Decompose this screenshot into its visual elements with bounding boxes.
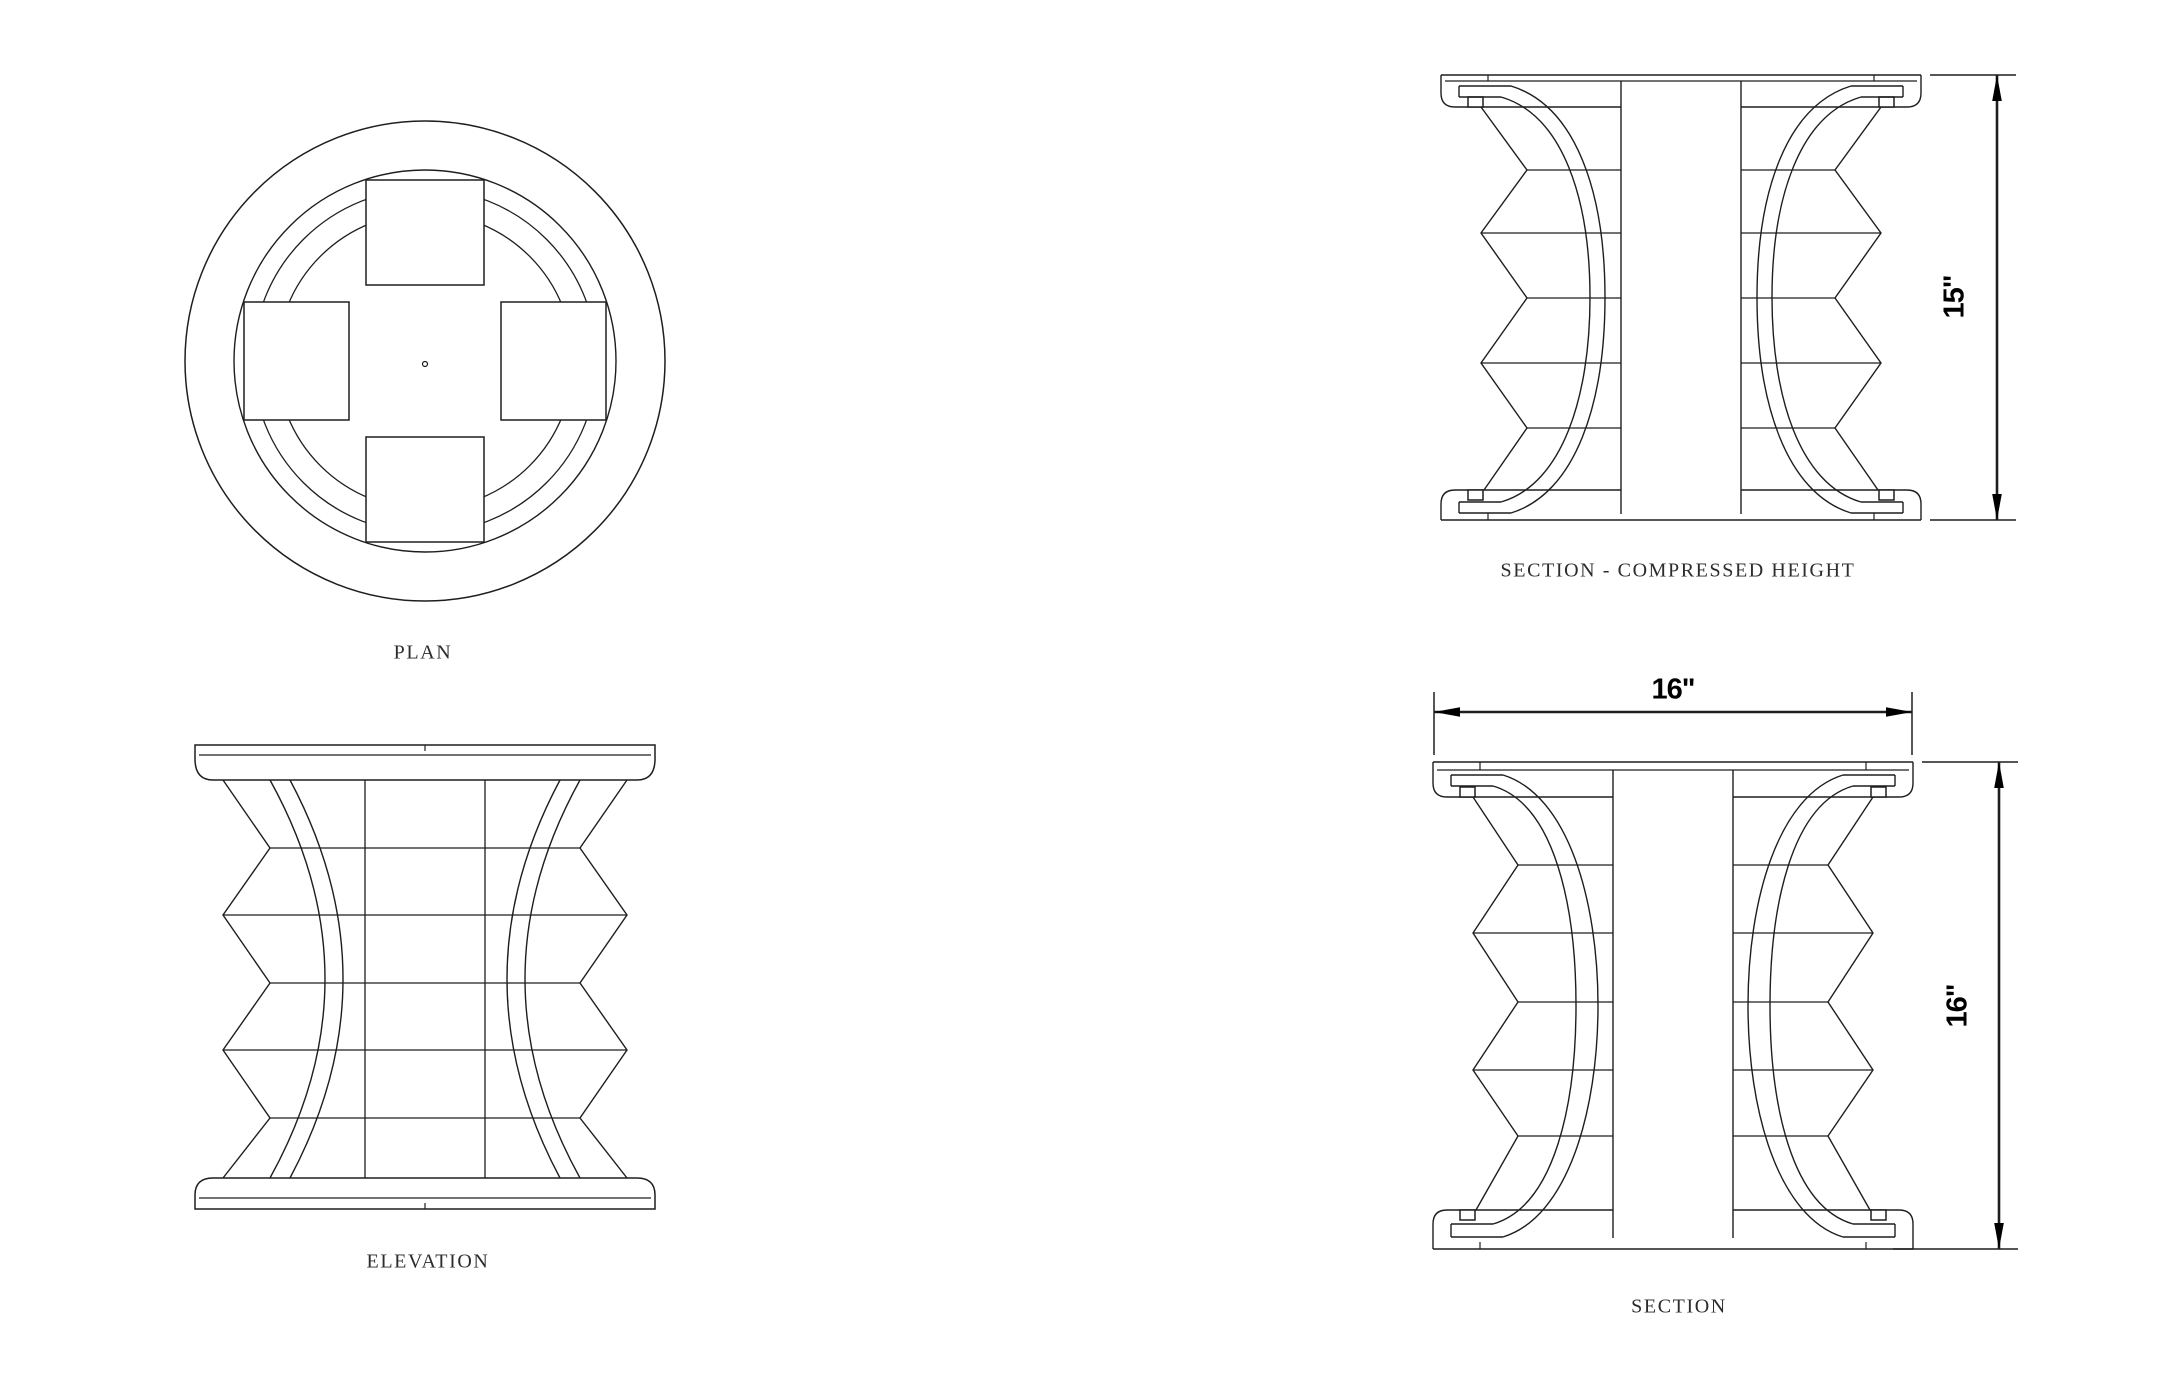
section-curve [1500, 96, 1591, 503]
plan-leg-top [365, 179, 485, 286]
section-compressed-view [1440, 74, 1922, 521]
section-notch [1870, 786, 1887, 798]
section-height-dim-text: 16" [1941, 984, 1974, 1028]
section-base-left [1432, 1209, 1613, 1249]
section-curve [1771, 96, 1862, 503]
dim-arrow-right [1886, 707, 1912, 717]
elevation-pleat-edge-left [222, 779, 271, 1179]
plan-view [184, 120, 666, 602]
section-label: SECTION [1631, 1295, 1727, 1318]
section-pleat-edge [1480, 106, 1528, 491]
elevation-pleat-edge-right [579, 779, 628, 1179]
section-compressed-label: SECTION - COMPRESSED HEIGHT [1500, 559, 1856, 582]
section-curve [1502, 774, 1599, 1238]
plan-leg-bottom [365, 436, 485, 543]
section-base-right [1733, 1209, 1914, 1249]
section-compressed-dims [1930, 74, 2016, 521]
section-notch [1467, 96, 1484, 108]
section-compressed-height-dim-text: 15" [1938, 275, 1971, 319]
section-pleat-edge [1472, 796, 1519, 1211]
section-curve [1492, 785, 1577, 1225]
plan-label: PLAN [393, 641, 453, 664]
section-width-dim-text: 16" [1651, 673, 1695, 706]
elevation-top-cap [194, 744, 656, 781]
section-notch [1459, 1209, 1476, 1221]
dim-arrow-down [1994, 1223, 2004, 1249]
dim-arrow-up [1992, 75, 2002, 101]
plan-center-mark [421, 360, 429, 368]
section-dims [1433, 692, 2018, 1250]
section-base-left [1440, 489, 1621, 520]
dim-arrow-left [1434, 707, 1460, 717]
section-curve [1769, 785, 1854, 1225]
section-cap-left [1440, 75, 1621, 108]
plan-leg-left [243, 301, 350, 421]
plan-outer-circle [184, 120, 666, 602]
section-cap-right [1733, 762, 1914, 798]
plan-leg-right [500, 301, 607, 421]
section-notch [1467, 489, 1484, 501]
plan-rim-circle [233, 169, 617, 553]
section-curve [1756, 85, 1852, 514]
dim-arrow-down [1992, 494, 2002, 520]
elevation-view [194, 744, 656, 1210]
section-pleat-edge [1827, 796, 1874, 1211]
section-notch [1878, 96, 1895, 108]
section-view [1432, 761, 1914, 1250]
elevation-curve [506, 779, 561, 1179]
section-curve [1510, 85, 1606, 514]
dim-arrow-up [1994, 762, 2004, 788]
section-notch [1878, 489, 1895, 501]
section-base-right [1741, 489, 1922, 520]
section-curve [1747, 774, 1844, 1238]
elevation-curve [269, 779, 326, 1179]
section-notch [1870, 1209, 1887, 1221]
elevation-base [194, 1177, 656, 1210]
elevation-label: ELEVATION [366, 1250, 490, 1273]
section-cap-left [1432, 762, 1613, 798]
section-notch [1459, 786, 1476, 798]
elevation-curve [289, 779, 344, 1179]
section-pleat-edge [1834, 106, 1882, 491]
elevation-curve [524, 779, 581, 1179]
section-cap-right [1741, 75, 1922, 108]
